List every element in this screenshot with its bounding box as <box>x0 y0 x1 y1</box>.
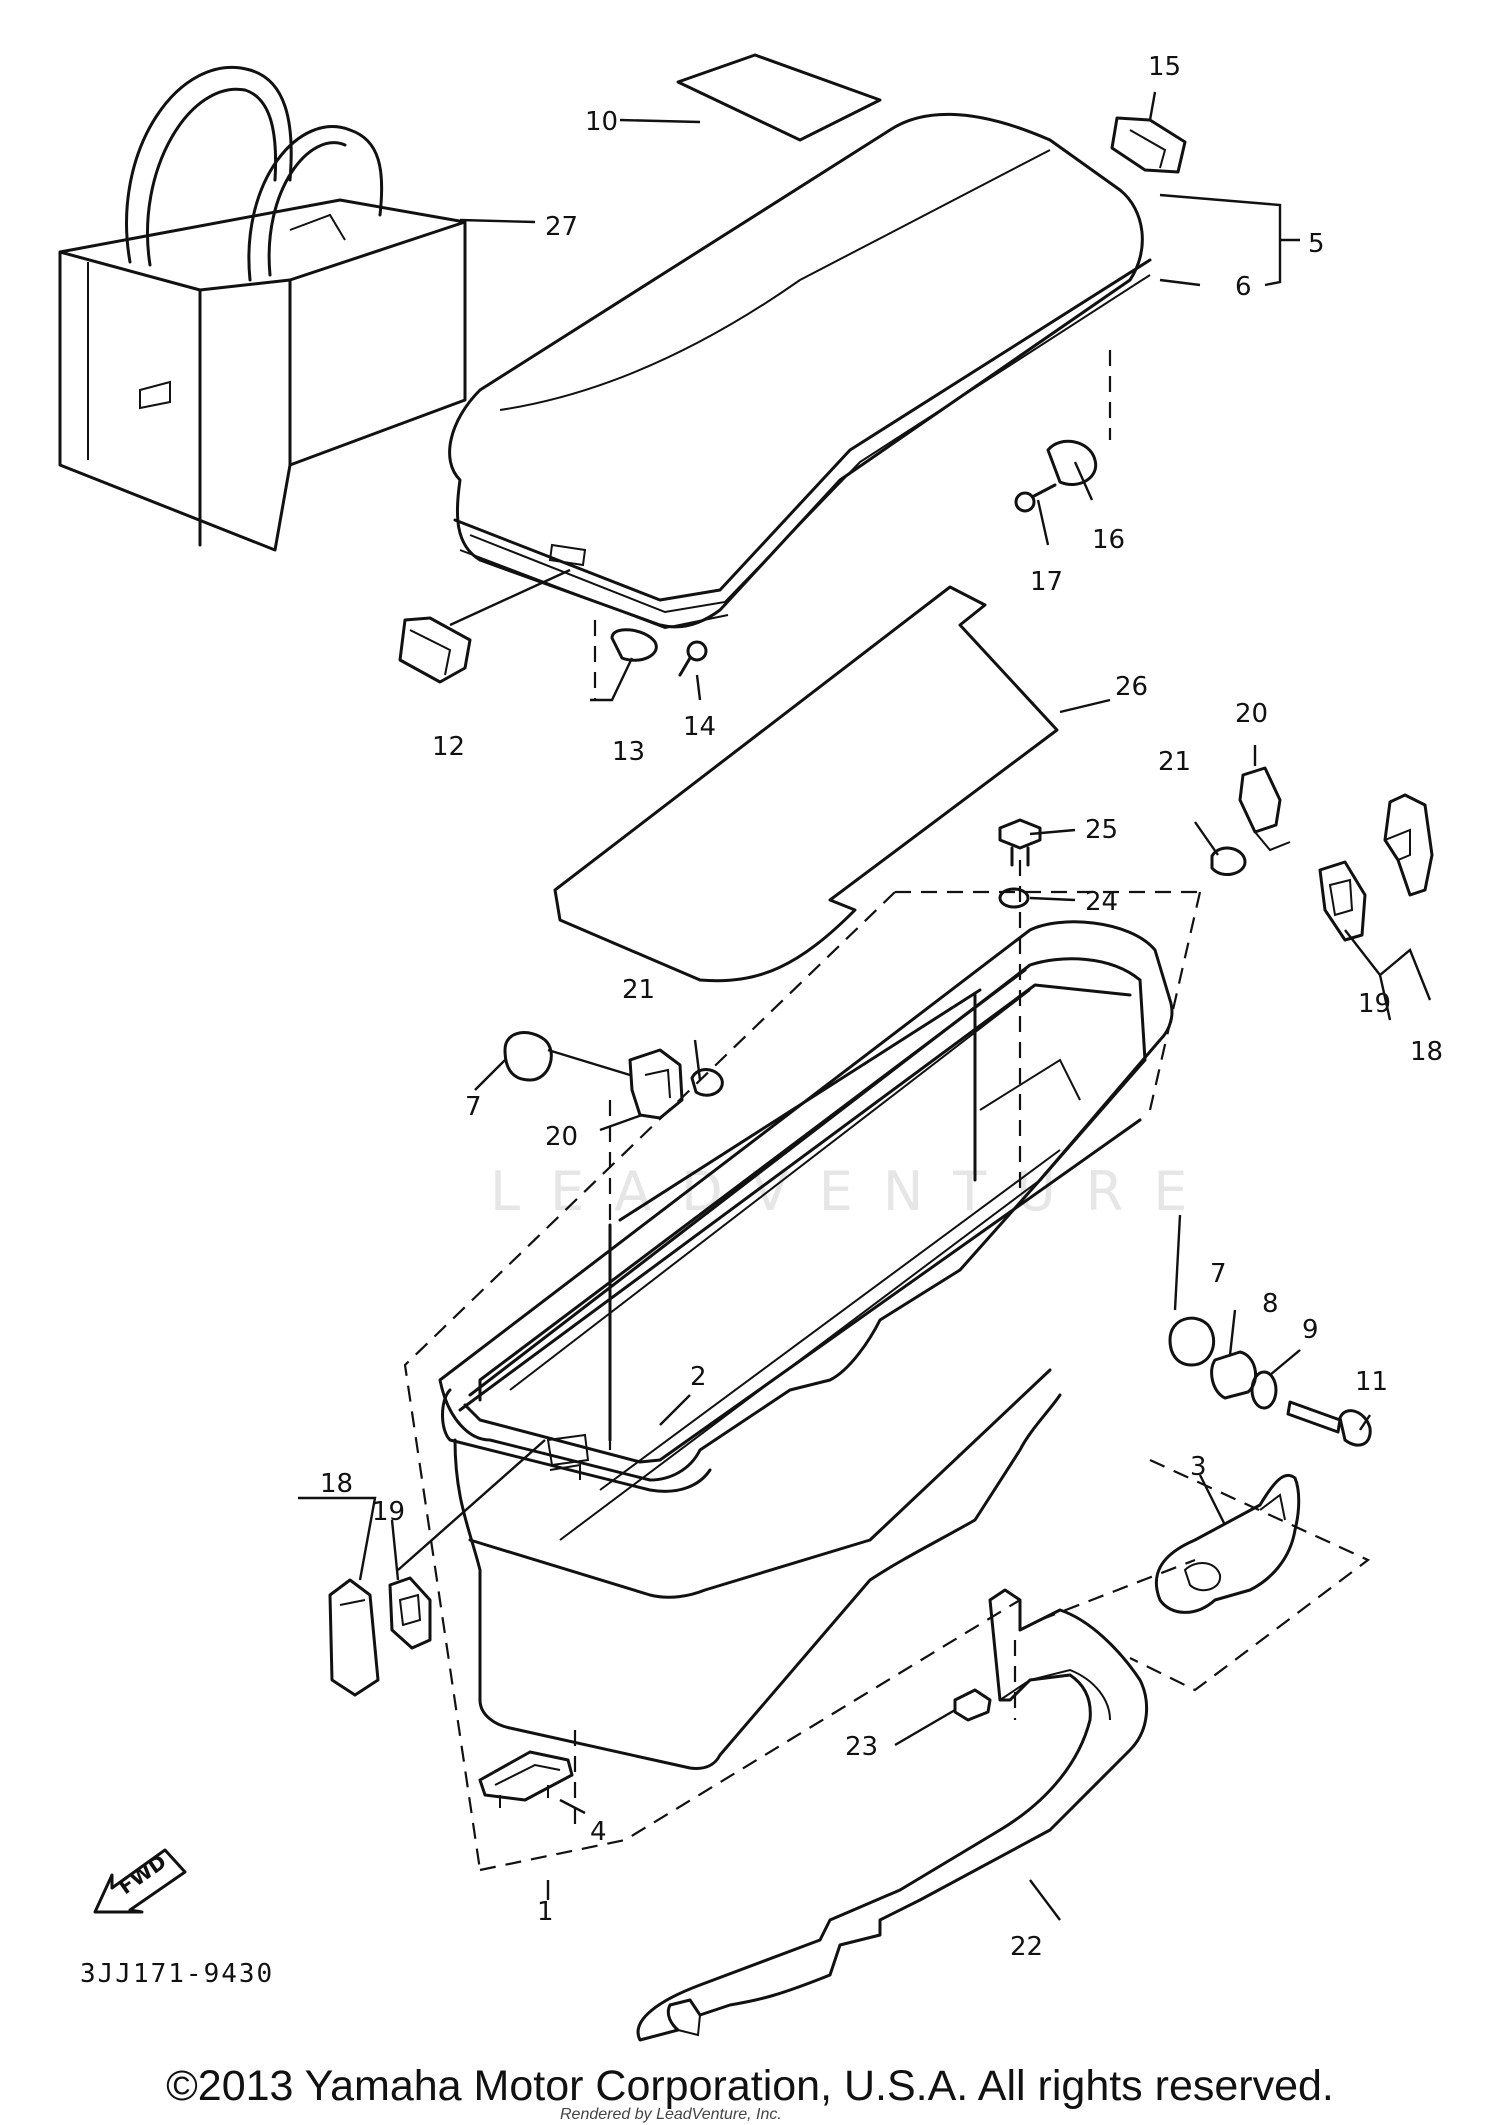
callout-18-right: 18 <box>1410 1037 1443 1067</box>
callout-12: 12 <box>432 732 465 762</box>
part-11-bolt <box>1286 1400 1372 1447</box>
part-10-pad <box>676 53 882 142</box>
part-20-bracket-right <box>1238 766 1291 852</box>
part-13-plate <box>610 628 658 662</box>
callout-13: 13 <box>612 737 645 767</box>
leader-lines <box>298 91 1432 1921</box>
part-14-screw <box>678 640 708 677</box>
part-15-catch <box>1110 116 1187 174</box>
callout-27: 27 <box>545 212 578 242</box>
callout-10: 10 <box>585 107 618 137</box>
callout-24: 24 <box>1085 887 1118 917</box>
part-24-washer <box>998 887 1030 909</box>
callout-19-left: 19 <box>372 1497 405 1527</box>
callout-1: 1 <box>537 1897 554 1927</box>
part-9-washer <box>1250 1370 1278 1410</box>
part-2-seal <box>463 1118 1142 1464</box>
diagram-part-code: 3JJ171-9430 <box>80 1959 274 1989</box>
part-23-clip <box>953 1688 992 1722</box>
part-19-plate-right <box>1318 860 1367 942</box>
part-22-guard <box>636 1588 1149 2042</box>
part-7-bumper-left <box>503 1031 553 1082</box>
part-21-nut-right <box>1210 846 1247 877</box>
part-1-case <box>438 920 1174 1770</box>
part-6-lid <box>448 112 1152 630</box>
assembly-dashed-lines <box>403 350 1371 1872</box>
callout-16: 16 <box>1092 525 1125 555</box>
callout-17: 17 <box>1030 567 1063 597</box>
callout-25: 25 <box>1085 815 1118 845</box>
callout-5: 5 <box>1308 229 1325 259</box>
part-27-inner-bag <box>58 66 467 552</box>
callout-20-right: 20 <box>1235 699 1268 729</box>
callout-21-right: 21 <box>1158 747 1191 777</box>
callout-8: 8 <box>1262 1289 1279 1319</box>
callout-14: 14 <box>683 712 716 742</box>
callout-19-right: 19 <box>1358 989 1391 1019</box>
part-19-plate-left <box>388 1576 432 1650</box>
callout-21-left: 21 <box>622 975 655 1005</box>
callout-26: 26 <box>1115 672 1148 702</box>
part-12-catch <box>398 616 472 684</box>
callout-4: 4 <box>590 1817 607 1847</box>
callout-numbers: 1 2 3 4 5 6 7 7 8 9 10 11 12 13 14 15 16… <box>320 52 1443 1962</box>
part-26-mat <box>553 585 1059 983</box>
callout-18-left: 18 <box>320 1469 353 1499</box>
part-20-bracket-left <box>628 1048 684 1120</box>
part-7-bumper-right <box>1168 1316 1216 1367</box>
part-18-lock-left <box>328 1578 380 1697</box>
copyright-notice: ©2013 Yamaha Motor Corporation, U.S.A. A… <box>166 2062 1334 2110</box>
callout-2: 2 <box>690 1362 707 1392</box>
fwd-label: FWD <box>114 1849 171 1899</box>
part-8-collar <box>1210 1350 1258 1400</box>
callout-6: 6 <box>1235 272 1252 302</box>
callout-22: 22 <box>1010 1932 1043 1962</box>
callout-9: 9 <box>1302 1315 1319 1345</box>
part-16-plate <box>1046 439 1098 486</box>
fwd-arrow-icon: FWD <box>93 1848 187 1914</box>
callout-7-left: 7 <box>465 1092 482 1122</box>
watermark: LEADVENTURE <box>490 1160 1217 1223</box>
part-25-bolt <box>998 818 1042 867</box>
callout-3: 3 <box>1190 1452 1207 1482</box>
callout-15: 15 <box>1148 52 1181 82</box>
callout-20-left: 20 <box>545 1122 578 1152</box>
callout-23: 23 <box>845 1732 878 1762</box>
part-18-lock-right <box>1383 793 1434 897</box>
callout-7-right: 7 <box>1210 1259 1227 1289</box>
callout-11: 11 <box>1355 1367 1388 1397</box>
part-3-bracket <box>1154 1473 1301 1614</box>
part-21-nut-left <box>690 1068 724 1097</box>
part-4-catch <box>478 1750 574 1808</box>
part-17-screw <box>1014 483 1057 513</box>
render-credit: Rendered by LeadVenture, Inc. <box>560 2106 782 2123</box>
